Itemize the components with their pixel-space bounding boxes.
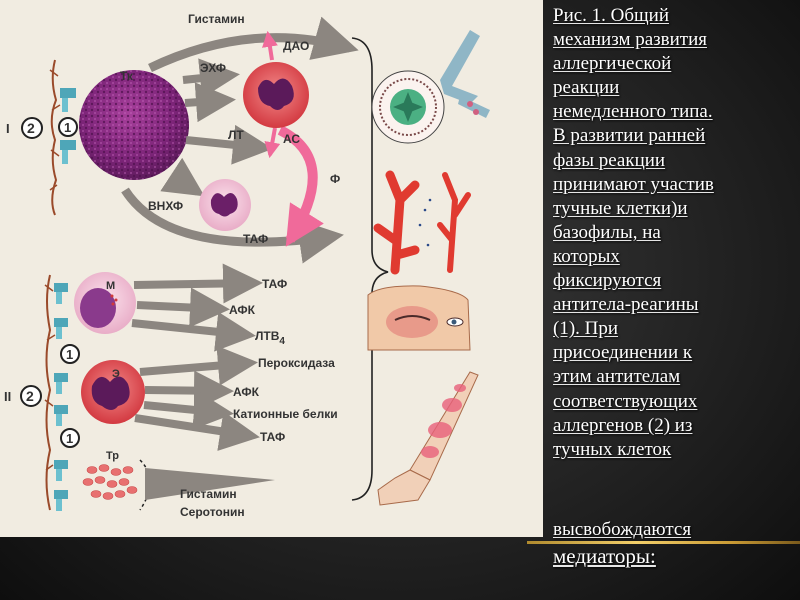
label-histamine: Гистамин [188, 12, 245, 26]
svg-text:1: 1 [66, 347, 73, 362]
platelets: Тр [82, 450, 275, 511]
ige-receptor-icon [60, 88, 76, 164]
antibody-marker-3: 1 [60, 428, 80, 448]
caption-line: В развитии ранней [553, 125, 706, 147]
svg-text:1: 1 [66, 431, 73, 446]
label-taf-2: ТАФ [260, 430, 285, 444]
label-ecf: ЭХФ [200, 61, 226, 75]
allergy-mechanism-diagram: I 2 1 Тк [4, 12, 490, 519]
caption-line: которых [553, 245, 620, 267]
svg-text:1: 1 [64, 120, 71, 135]
section-label-1: I [6, 121, 10, 136]
bronchus-cross-section-illustration [371, 30, 490, 144]
caption-line: тучные клетки)и [553, 197, 688, 219]
label-cationic-proteins: Катионные белки [233, 407, 338, 421]
caption-tail-line-2: медиаторы: [553, 544, 656, 568]
label-as: АС [283, 132, 300, 146]
label-serotonin: Серотонин [180, 505, 245, 519]
basophil-cell [199, 179, 251, 231]
section-label-2: II [4, 389, 11, 404]
mast-cell: Тк [79, 69, 189, 180]
caption-line: немедленного типа. [553, 101, 713, 123]
caption-tail-line-1: высвобождаются [553, 519, 692, 540]
label-afk-1: АФК [229, 303, 256, 317]
membrane-section-1 [49, 59, 76, 216]
label-afk-2: АФК [233, 385, 260, 399]
urticaria-arm-illustration [377, 371, 479, 506]
caption-line: базофилы, на [553, 221, 661, 243]
decorative-gold-bar [527, 541, 800, 544]
label-peroxidase: Пероксидаза [258, 356, 335, 370]
caption-line: присоединении к [553, 342, 693, 364]
allergen-marker-2: 2 [20, 385, 42, 407]
caption-line: принимают участив [553, 173, 714, 195]
ige-receptor-icon [54, 283, 68, 511]
antibody-marker-1: 1 [58, 117, 78, 137]
caption-tail: высвобождаются медиаторы: [553, 519, 798, 569]
caption-line: реакции [553, 77, 620, 99]
monocyte-cell: М [74, 272, 136, 334]
blood-vessels-illustration [373, 170, 471, 275]
caption-line: антитела-реагины [553, 294, 699, 316]
caption-line: (1). При [553, 318, 619, 340]
caption-line: тучных клеток [553, 438, 672, 460]
caption-line: механизм развития [553, 29, 708, 51]
label-taf-top: ТАФ [243, 232, 268, 246]
svg-text:2: 2 [27, 120, 35, 136]
figure-panel: I 2 1 Тк [0, 0, 543, 537]
caption-line: фиксируются [553, 270, 662, 292]
label-f: Ф [330, 172, 340, 186]
caption-line: этим антителам [553, 366, 681, 388]
caption-line: Рис. 1. Общий [553, 5, 670, 26]
label-dao: ДАО [283, 39, 309, 53]
label-histamine-2: Гистамин [180, 487, 237, 501]
label-vnhf: ВНХФ [148, 199, 183, 213]
allergen-marker-1: 2 [21, 117, 43, 139]
mast-cell-label: Тк [120, 69, 134, 83]
brace [351, 37, 389, 501]
membrane-section-2 [44, 274, 68, 511]
platelet-label: Тр [106, 450, 119, 462]
svg-text:2: 2 [26, 388, 34, 404]
caption-line: соответствующих [553, 390, 698, 412]
caption-line: аллергенов (2) из [553, 414, 693, 436]
arrows-bottom [131, 263, 263, 451]
label-taf-1: ТАФ [262, 277, 287, 291]
arrows-top [121, 16, 359, 264]
eosinophil-label: Э [112, 368, 120, 380]
swollen-face-illustration [367, 285, 471, 351]
eosinophil-cell: Э [81, 360, 145, 424]
caption-line: аллергической [553, 53, 672, 75]
monocyte-label: М [106, 280, 115, 292]
neutrophil-cell [243, 62, 309, 128]
caption-line: фазы реакции [553, 149, 666, 171]
label-lt: ЛТ [228, 128, 244, 142]
antibody-marker-2: 1 [60, 344, 80, 364]
label-ltb4: ЛТВ4 [255, 329, 285, 347]
